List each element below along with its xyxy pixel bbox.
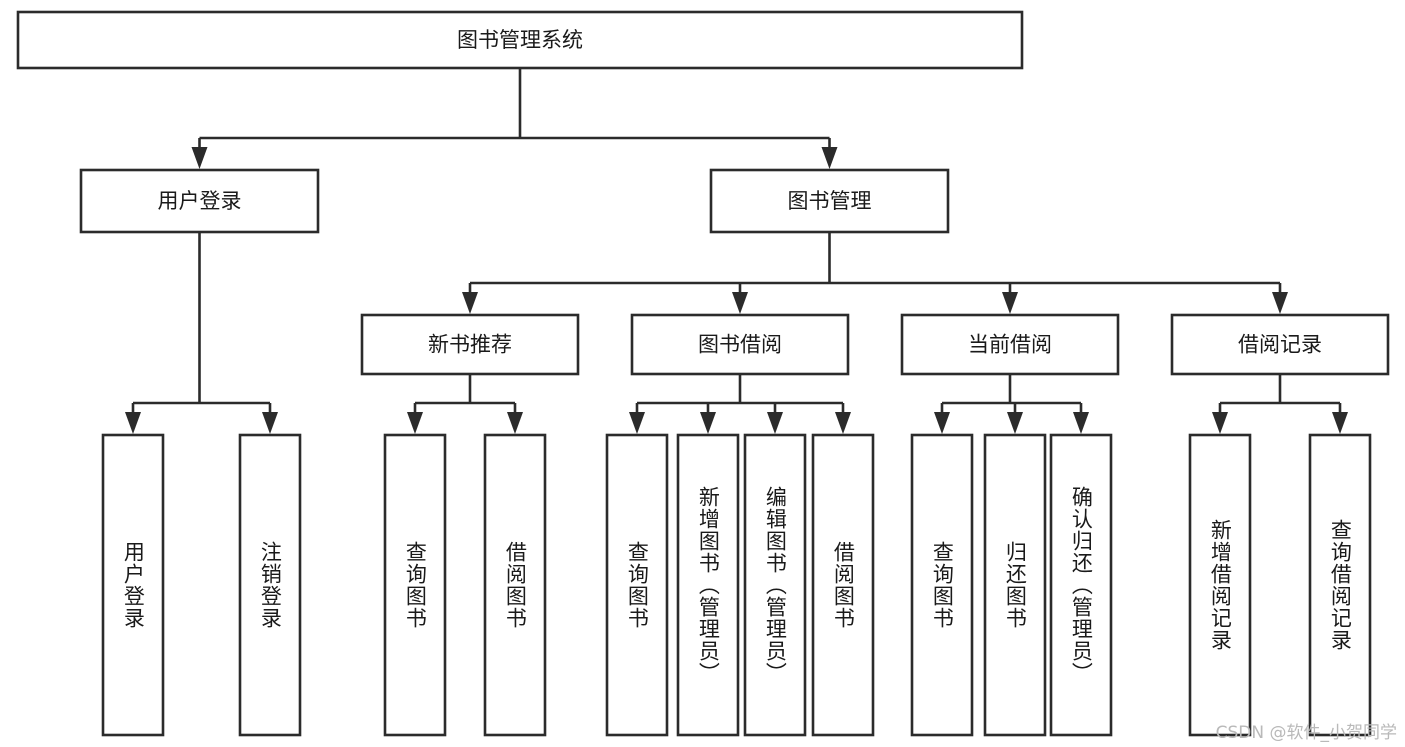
arrow-head-icon xyxy=(1007,412,1023,434)
node-leaf-logout[interactable] xyxy=(238,433,302,737)
node-leaf-query-book-1[interactable] xyxy=(383,433,447,737)
arrow-head-icon xyxy=(262,412,278,434)
node-leaf-query-book-2[interactable] xyxy=(605,433,669,737)
node-leaf-edit-book[interactable] xyxy=(743,433,807,737)
arrow-head-icon xyxy=(1332,412,1348,434)
node-box-leaf-borrow-book-2[interactable] xyxy=(811,433,875,737)
arrow-head-icon xyxy=(191,147,208,169)
node-leaf-borrow-book-2[interactable] xyxy=(811,433,875,737)
node-label-user-login: 用户登录 xyxy=(158,189,242,213)
node-box-leaf-user-login[interactable] xyxy=(101,433,165,737)
node-label-current-borrow: 当前借阅 xyxy=(968,333,1052,357)
watermark: CSDN @软件_小贺同学 xyxy=(1215,723,1397,743)
connectors-layer xyxy=(125,68,1348,434)
node-label-borrow-record: 借阅记录 xyxy=(1238,333,1322,357)
arrow-head-icon xyxy=(629,412,645,434)
arrow-head-icon xyxy=(1212,412,1228,434)
node-box-new-book-recommend[interactable] xyxy=(360,313,580,376)
node-book-borrow[interactable]: 图书借阅 xyxy=(630,313,850,376)
node-leaf-user-login[interactable] xyxy=(101,433,165,737)
node-leaf-add-record[interactable] xyxy=(1188,433,1252,737)
node-leaf-borrow-book-1[interactable] xyxy=(483,433,547,737)
arrow-head-icon xyxy=(1073,412,1089,434)
arrow-head-icon xyxy=(1272,292,1288,314)
connector-group-root xyxy=(198,68,831,150)
node-box-book-borrow[interactable] xyxy=(630,313,850,376)
node-label-root: 图书管理系统 xyxy=(457,28,583,52)
node-box-borrow-record[interactable] xyxy=(1170,313,1390,376)
node-box-leaf-query-record[interactable] xyxy=(1308,433,1372,737)
node-box-user-login[interactable] xyxy=(79,168,320,234)
node-root[interactable]: 图书管理系统 xyxy=(16,10,1024,70)
node-box-leaf-logout[interactable] xyxy=(238,433,302,737)
node-box-leaf-add-book[interactable] xyxy=(676,433,740,737)
connector-group-book-borrow xyxy=(635,374,845,415)
node-leaf-return-book[interactable] xyxy=(983,433,1047,737)
node-user-login[interactable]: 用户登录 xyxy=(79,168,320,234)
node-borrow-record[interactable]: 借阅记录 xyxy=(1170,313,1390,376)
node-box-current-borrow[interactable] xyxy=(900,313,1120,376)
arrow-head-icon xyxy=(407,412,423,434)
node-box-leaf-query-book-1[interactable] xyxy=(383,433,447,737)
arrow-head-icon xyxy=(732,292,748,314)
node-leaf-query-book-3[interactable] xyxy=(910,433,974,737)
node-current-borrow[interactable]: 当前借阅 xyxy=(900,313,1120,376)
arrow-head-icon xyxy=(507,412,523,434)
node-box-leaf-query-book-2[interactable] xyxy=(605,433,669,737)
node-label-book-borrow: 图书借阅 xyxy=(698,333,782,357)
arrow-head-icon xyxy=(125,412,141,434)
node-label-book-manage: 图书管理 xyxy=(788,189,872,213)
node-book-manage[interactable]: 图书管理 xyxy=(709,168,950,234)
node-box-leaf-add-record[interactable] xyxy=(1188,433,1252,737)
node-leaf-query-record[interactable] xyxy=(1308,433,1372,737)
connector-group-current-borrow xyxy=(940,374,1083,415)
node-box-leaf-confirm-return[interactable] xyxy=(1049,433,1113,737)
node-leaf-add-book[interactable] xyxy=(676,433,740,737)
arrow-head-icon xyxy=(462,292,478,314)
connector-group-user-login xyxy=(131,232,272,415)
node-box-leaf-edit-book[interactable] xyxy=(743,433,807,737)
node-label-new-book-recommend: 新书推荐 xyxy=(428,333,512,357)
node-box-root[interactable] xyxy=(16,10,1024,70)
connector-group-book-manage xyxy=(468,232,1282,295)
arrow-head-icon xyxy=(1002,292,1018,314)
node-box-leaf-return-book[interactable] xyxy=(983,433,1047,737)
connector-group-borrow-record xyxy=(1218,374,1342,415)
arrow-head-icon xyxy=(767,412,783,434)
arrow-head-icon xyxy=(934,412,950,434)
node-box-book-manage[interactable] xyxy=(709,168,950,234)
arrow-head-icon xyxy=(700,412,716,434)
node-box-leaf-query-book-3[interactable] xyxy=(910,433,974,737)
connector-group-new-book-recommend xyxy=(413,374,517,415)
arrow-head-icon xyxy=(821,147,838,169)
node-leaf-confirm-return[interactable] xyxy=(1049,433,1113,737)
node-box-leaf-borrow-book-1[interactable] xyxy=(483,433,547,737)
node-new-book-recommend[interactable]: 新书推荐 xyxy=(360,313,580,376)
arrow-head-icon xyxy=(835,412,851,434)
